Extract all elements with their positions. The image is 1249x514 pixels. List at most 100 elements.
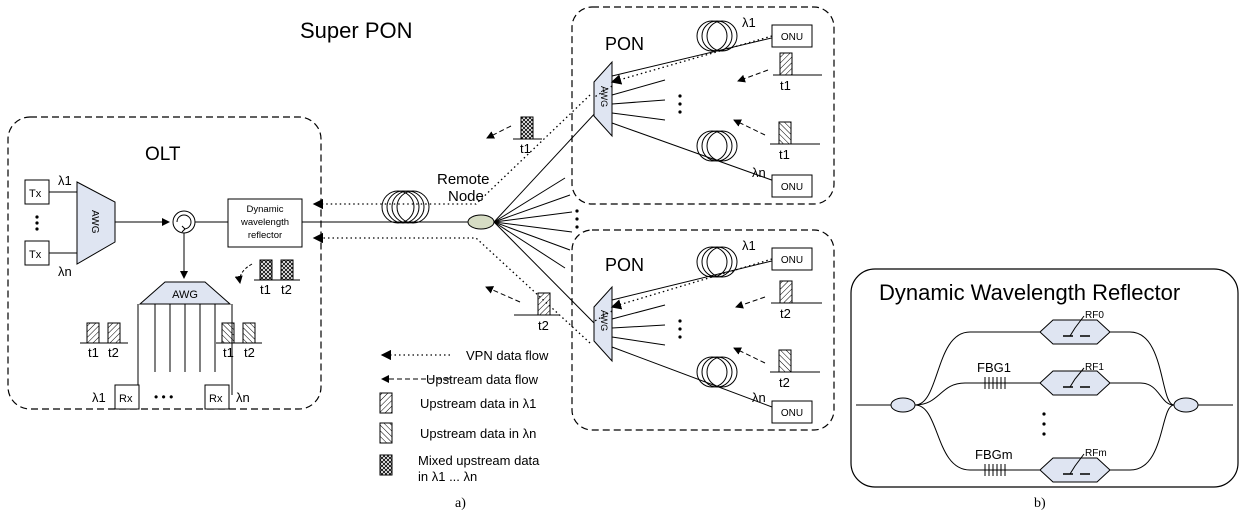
dwr-panel: Dynamic Wavelength Reflector RF0 RF1 RFm	[850, 268, 1239, 488]
dwr-box-line2: wavelength	[240, 217, 289, 228]
rx-box-n	[204, 384, 230, 410]
olt-mixed-t1: t1	[260, 282, 271, 297]
legend-vpn: VPN data flow	[466, 348, 549, 363]
pon-bottom-awg-label: AWG	[599, 310, 609, 331]
rx-label-1: Rx	[119, 393, 133, 405]
dwr-box	[227, 198, 303, 248]
pon-top-t1b: t1	[779, 147, 790, 162]
super-pon-title: Super PON	[300, 18, 413, 43]
feeder-t1: t1	[520, 141, 531, 156]
tx-label-1: Tx	[29, 188, 42, 200]
pon-top-title: PON	[605, 34, 644, 54]
olt-mixed-block-b	[280, 259, 294, 281]
pon-bottom-fiber-coil-1	[696, 246, 738, 278]
remote-node-label-2: Node	[448, 188, 484, 205]
pon-bottom-t2b: t2	[779, 375, 790, 390]
legend-mixed-swatch	[379, 454, 393, 476]
dwr-coupler-left	[890, 397, 916, 413]
olt-tx-awg	[76, 181, 116, 265]
rfm-label: RFm	[1085, 448, 1107, 459]
rf1-label: RF1	[1085, 362, 1104, 373]
rf0-filter	[1039, 319, 1111, 345]
pon-top-onu-n-label: ONU	[781, 182, 803, 193]
legend-mixed-2: in λ1 ... λn	[418, 469, 477, 484]
olt-t2-left: t2	[108, 345, 119, 360]
fbgm-grating	[984, 464, 1006, 476]
pon-top-awg	[593, 60, 613, 138]
remote-node-label-1: Remote	[437, 171, 490, 188]
olt-mixed-block-a	[259, 259, 273, 281]
pon-top-onu-1-label: ONU	[781, 32, 803, 43]
legend-data-l1: Upstream data in λ1	[420, 396, 536, 411]
rf0-label: RF0	[1085, 310, 1104, 321]
dwr-coupler-right	[1173, 397, 1199, 413]
circulator-icon	[172, 210, 196, 234]
tx-label-n: Tx	[29, 249, 42, 261]
olt-data-block-l1-b	[107, 322, 121, 344]
pon-bottom-l1-block	[779, 280, 793, 304]
olt-mixed-t2: t2	[281, 282, 292, 297]
rfm-filter	[1039, 457, 1111, 483]
pon-bottom-title: PON	[605, 255, 644, 275]
dwr-box-line1: Dynamic	[247, 204, 284, 215]
pon-bottom-lambda-n: λn	[752, 390, 766, 405]
fbg1-label: FBG1	[977, 360, 1011, 375]
pon-bottom-onu-n-label: ONU	[781, 408, 803, 419]
olt-t1-right: t1	[223, 345, 234, 360]
pon-bottom-t2: t2	[780, 306, 791, 321]
rf1-filter	[1039, 370, 1111, 396]
caption-b: b)	[1034, 496, 1046, 511]
olt-rx-awg	[138, 281, 232, 305]
olt-box: OLT Tx Tx λ1 λn AWG Dynamic wavelength r…	[7, 116, 322, 410]
remote-node-splitter	[467, 214, 495, 230]
olt-data-block-l1-a	[86, 322, 100, 344]
rx-label-n: Rx	[209, 393, 223, 405]
rx-lambda-1: λ1	[92, 390, 106, 405]
feeder-l1-block	[537, 292, 551, 316]
pon-bottom-awg	[593, 285, 613, 363]
tx-box-n	[24, 240, 50, 266]
pon-top-awg-label: AWG	[599, 86, 609, 107]
pon-top-l1-block	[779, 52, 793, 76]
pon-top-onu-n	[771, 174, 813, 198]
pon-top-lambda-n: λn	[752, 165, 766, 180]
legend-ln-swatch	[379, 422, 393, 444]
pon-bottom-lambda-1: λ1	[742, 238, 756, 253]
fbg1-grating	[984, 377, 1006, 389]
pon-bottom: PON AWG ONU ONU λ1 λn t2 t2	[571, 229, 835, 431]
caption-a: a)	[455, 496, 466, 511]
pon-bottom-ln-block	[778, 349, 792, 373]
pon-top-lambda-1: λ1	[742, 15, 756, 30]
pon-top-ln-block	[778, 121, 792, 145]
fbgm-label: FBGm	[975, 447, 1013, 462]
pon-top-t1: t1	[780, 78, 791, 93]
rx-lambda-n: λn	[236, 390, 250, 405]
pon-top-fiber-coil-n	[696, 130, 738, 162]
legend: VPN data flow Upstream data flow Upstrea…	[379, 348, 549, 484]
pon-bottom-onu-n	[771, 400, 813, 424]
olt-title: OLT	[145, 144, 181, 165]
legend-data-ln: Upstream data in λn	[420, 426, 536, 441]
rx-box-1	[114, 384, 140, 410]
pon-bottom-fiber-coil-n	[696, 356, 738, 388]
dwr-box-line3: reflector	[248, 230, 282, 241]
olt-tx-awg-label: AWG	[89, 210, 100, 234]
legend-mixed-1: Mixed upstream data	[418, 453, 540, 468]
rx-dots: • • •	[154, 390, 173, 404]
tx-lambda-n: λn	[58, 264, 72, 279]
tx-lambda-1: λ1	[58, 173, 72, 188]
pon-bottom-onu-1-label: ONU	[781, 255, 803, 266]
pon-top: PON AWG ONU ONU λ1 λn t1 t1	[571, 6, 835, 205]
pon-top-fiber-coil-1	[696, 20, 738, 52]
olt-data-block-ln-a	[221, 322, 235, 344]
olt-t2-right: t2	[244, 345, 255, 360]
olt-t1-left: t1	[88, 345, 99, 360]
legend-upstream: Upstream data flow	[426, 372, 539, 387]
feeder-fiber-coil	[381, 190, 430, 224]
olt-rx-awg-label: AWG	[172, 289, 198, 301]
feeder-t2: t2	[538, 318, 549, 333]
legend-l1-swatch	[379, 392, 393, 414]
dwr-panel-title: Dynamic Wavelength Reflector	[879, 280, 1180, 305]
feeder-mixed-block	[520, 116, 534, 140]
